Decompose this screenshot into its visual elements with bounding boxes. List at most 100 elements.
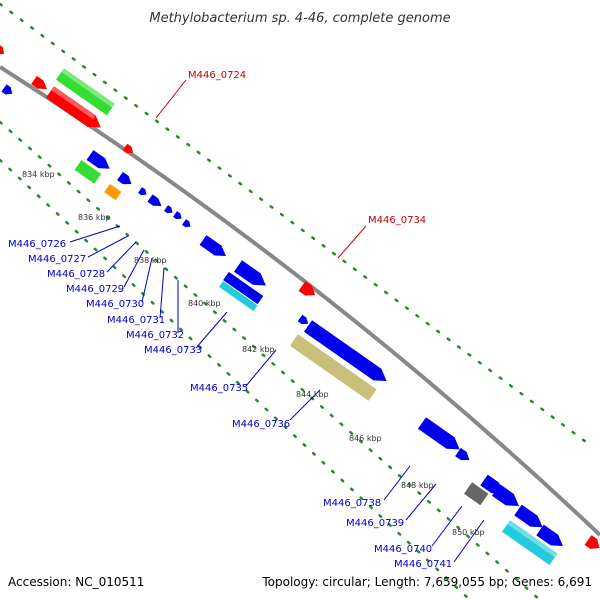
gene-feature	[104, 183, 122, 201]
gene-label-m446-0729[interactable]: M446_0729	[66, 284, 124, 295]
gene-feature	[74, 160, 102, 184]
gene-feature	[45, 86, 101, 128]
gene-labels: M446_0724 M446_0734 M446_0726 M446_0727 …	[8, 70, 452, 570]
gene-label-m446-0734[interactable]: M446_0734	[368, 215, 426, 226]
leader-line	[155, 79, 187, 119]
kbp-tick-label: 848 kbp	[401, 481, 434, 490]
label-leader-lines	[69, 79, 485, 563]
gene-shape	[218, 281, 258, 311]
gene-shape	[104, 183, 122, 201]
leader-line	[106, 241, 137, 273]
leader-line	[159, 267, 165, 319]
kbp-tick-label: 840 kbp	[188, 299, 221, 308]
gene-label-m446-0733[interactable]: M446_0733	[144, 345, 202, 356]
leader-line	[431, 505, 463, 547]
gene-feature	[298, 281, 316, 296]
gene-shape	[233, 260, 266, 286]
leader-line	[245, 349, 277, 387]
gene-feature	[417, 417, 460, 450]
kbp-ticks: 834 kbp 836 kbp 838 kbp 840 kbp 842 kbp …	[22, 170, 485, 537]
gene-shape	[163, 205, 173, 214]
gene-shape	[122, 143, 134, 154]
gene-feature	[536, 524, 563, 547]
gene-shape	[417, 417, 460, 450]
gene-label-m446-0724[interactable]: M446_0724	[188, 70, 246, 81]
gene-feature	[233, 260, 266, 286]
leader-line	[289, 389, 321, 421]
gene-shape	[45, 86, 101, 128]
gene-feature	[181, 219, 191, 228]
gene-feature	[122, 143, 134, 154]
gene-label-m446-0730[interactable]: M446_0730	[86, 299, 144, 310]
gene-shape	[31, 75, 48, 90]
gene-shape	[297, 314, 309, 325]
kbp-tick-label: 838 kbp	[134, 256, 167, 265]
kbp-tick-label: 844 kbp	[296, 390, 329, 399]
leader-line	[337, 225, 367, 259]
gene-label-m446-0726[interactable]: M446_0726	[8, 239, 66, 250]
gene-features	[0, 44, 600, 566]
accession-text: Accession: NC_010511	[8, 575, 144, 589]
kbp-tick-label: 834 kbp	[22, 170, 55, 179]
gene-shape	[491, 484, 519, 507]
gene-feature	[86, 150, 110, 169]
gene-label-m446-0739[interactable]: M446_0739	[346, 518, 404, 529]
gene-shape	[303, 320, 387, 382]
gene-label-m446-0736[interactable]: M446_0736	[232, 419, 290, 430]
gene-shape	[55, 68, 115, 116]
gene-shape	[584, 535, 600, 549]
gene-feature	[218, 281, 258, 311]
gene-feature	[147, 194, 162, 207]
gene-feature	[303, 320, 387, 382]
gene-label-m446-0740[interactable]: M446_0740	[374, 544, 432, 555]
gene-feature	[223, 271, 264, 305]
gene-feature	[501, 520, 558, 566]
gene-shape	[147, 194, 162, 207]
topology-text: Topology: circular; Length: 7,659,055 bp…	[261, 575, 592, 589]
leader-line	[123, 249, 145, 288]
gene-feature	[55, 68, 115, 116]
gene-label-m446-0735[interactable]: M446_0735	[190, 383, 248, 394]
gene-feature	[199, 235, 226, 257]
gene-shape	[514, 504, 543, 528]
gene-feature	[455, 447, 470, 461]
gene-feature	[491, 484, 519, 507]
gene-label-m446-0732[interactable]: M446_0732	[126, 330, 184, 341]
kbp-tick-label: 846 kbp	[349, 434, 382, 443]
gene-feature	[31, 75, 48, 90]
gene-label-m446-0728[interactable]: M446_0728	[47, 269, 105, 280]
gene-shape	[117, 171, 132, 185]
gene-shape	[0, 44, 5, 55]
gene-shape	[1, 84, 13, 95]
gene-shape	[86, 150, 110, 169]
gene-label-m446-0731[interactable]: M446_0731	[107, 315, 165, 326]
gene-feature	[1, 84, 13, 95]
gene-shape	[455, 447, 470, 461]
gene-shape	[181, 219, 191, 228]
gene-feature	[137, 187, 147, 196]
leader-line	[87, 235, 129, 258]
gene-feature	[514, 504, 543, 528]
gene-label-m446-0727[interactable]: M446_0727	[28, 254, 86, 265]
gene-shape	[199, 235, 226, 257]
gene-highlight	[51, 86, 96, 120]
gene-feature	[117, 171, 132, 185]
leader-line	[141, 257, 153, 303]
dotted-ring	[0, 2, 592, 447]
gene-feature	[163, 205, 173, 214]
gene-feature	[463, 482, 489, 506]
gene-shape	[289, 334, 377, 401]
leader-line	[195, 311, 228, 349]
gene-label-m446-0741[interactable]: M446_0741	[394, 559, 452, 570]
leader-line	[383, 465, 411, 501]
gene-label-m446-0738[interactable]: M446_0738	[323, 498, 381, 509]
gene-shape	[223, 271, 264, 305]
gene-shape	[501, 520, 558, 566]
kbp-tick-label: 850 kbp	[452, 528, 485, 537]
gene-highlight	[507, 520, 558, 558]
gene-feature	[172, 211, 182, 220]
gene-highlight	[61, 68, 115, 108]
gene-shape	[536, 524, 563, 547]
